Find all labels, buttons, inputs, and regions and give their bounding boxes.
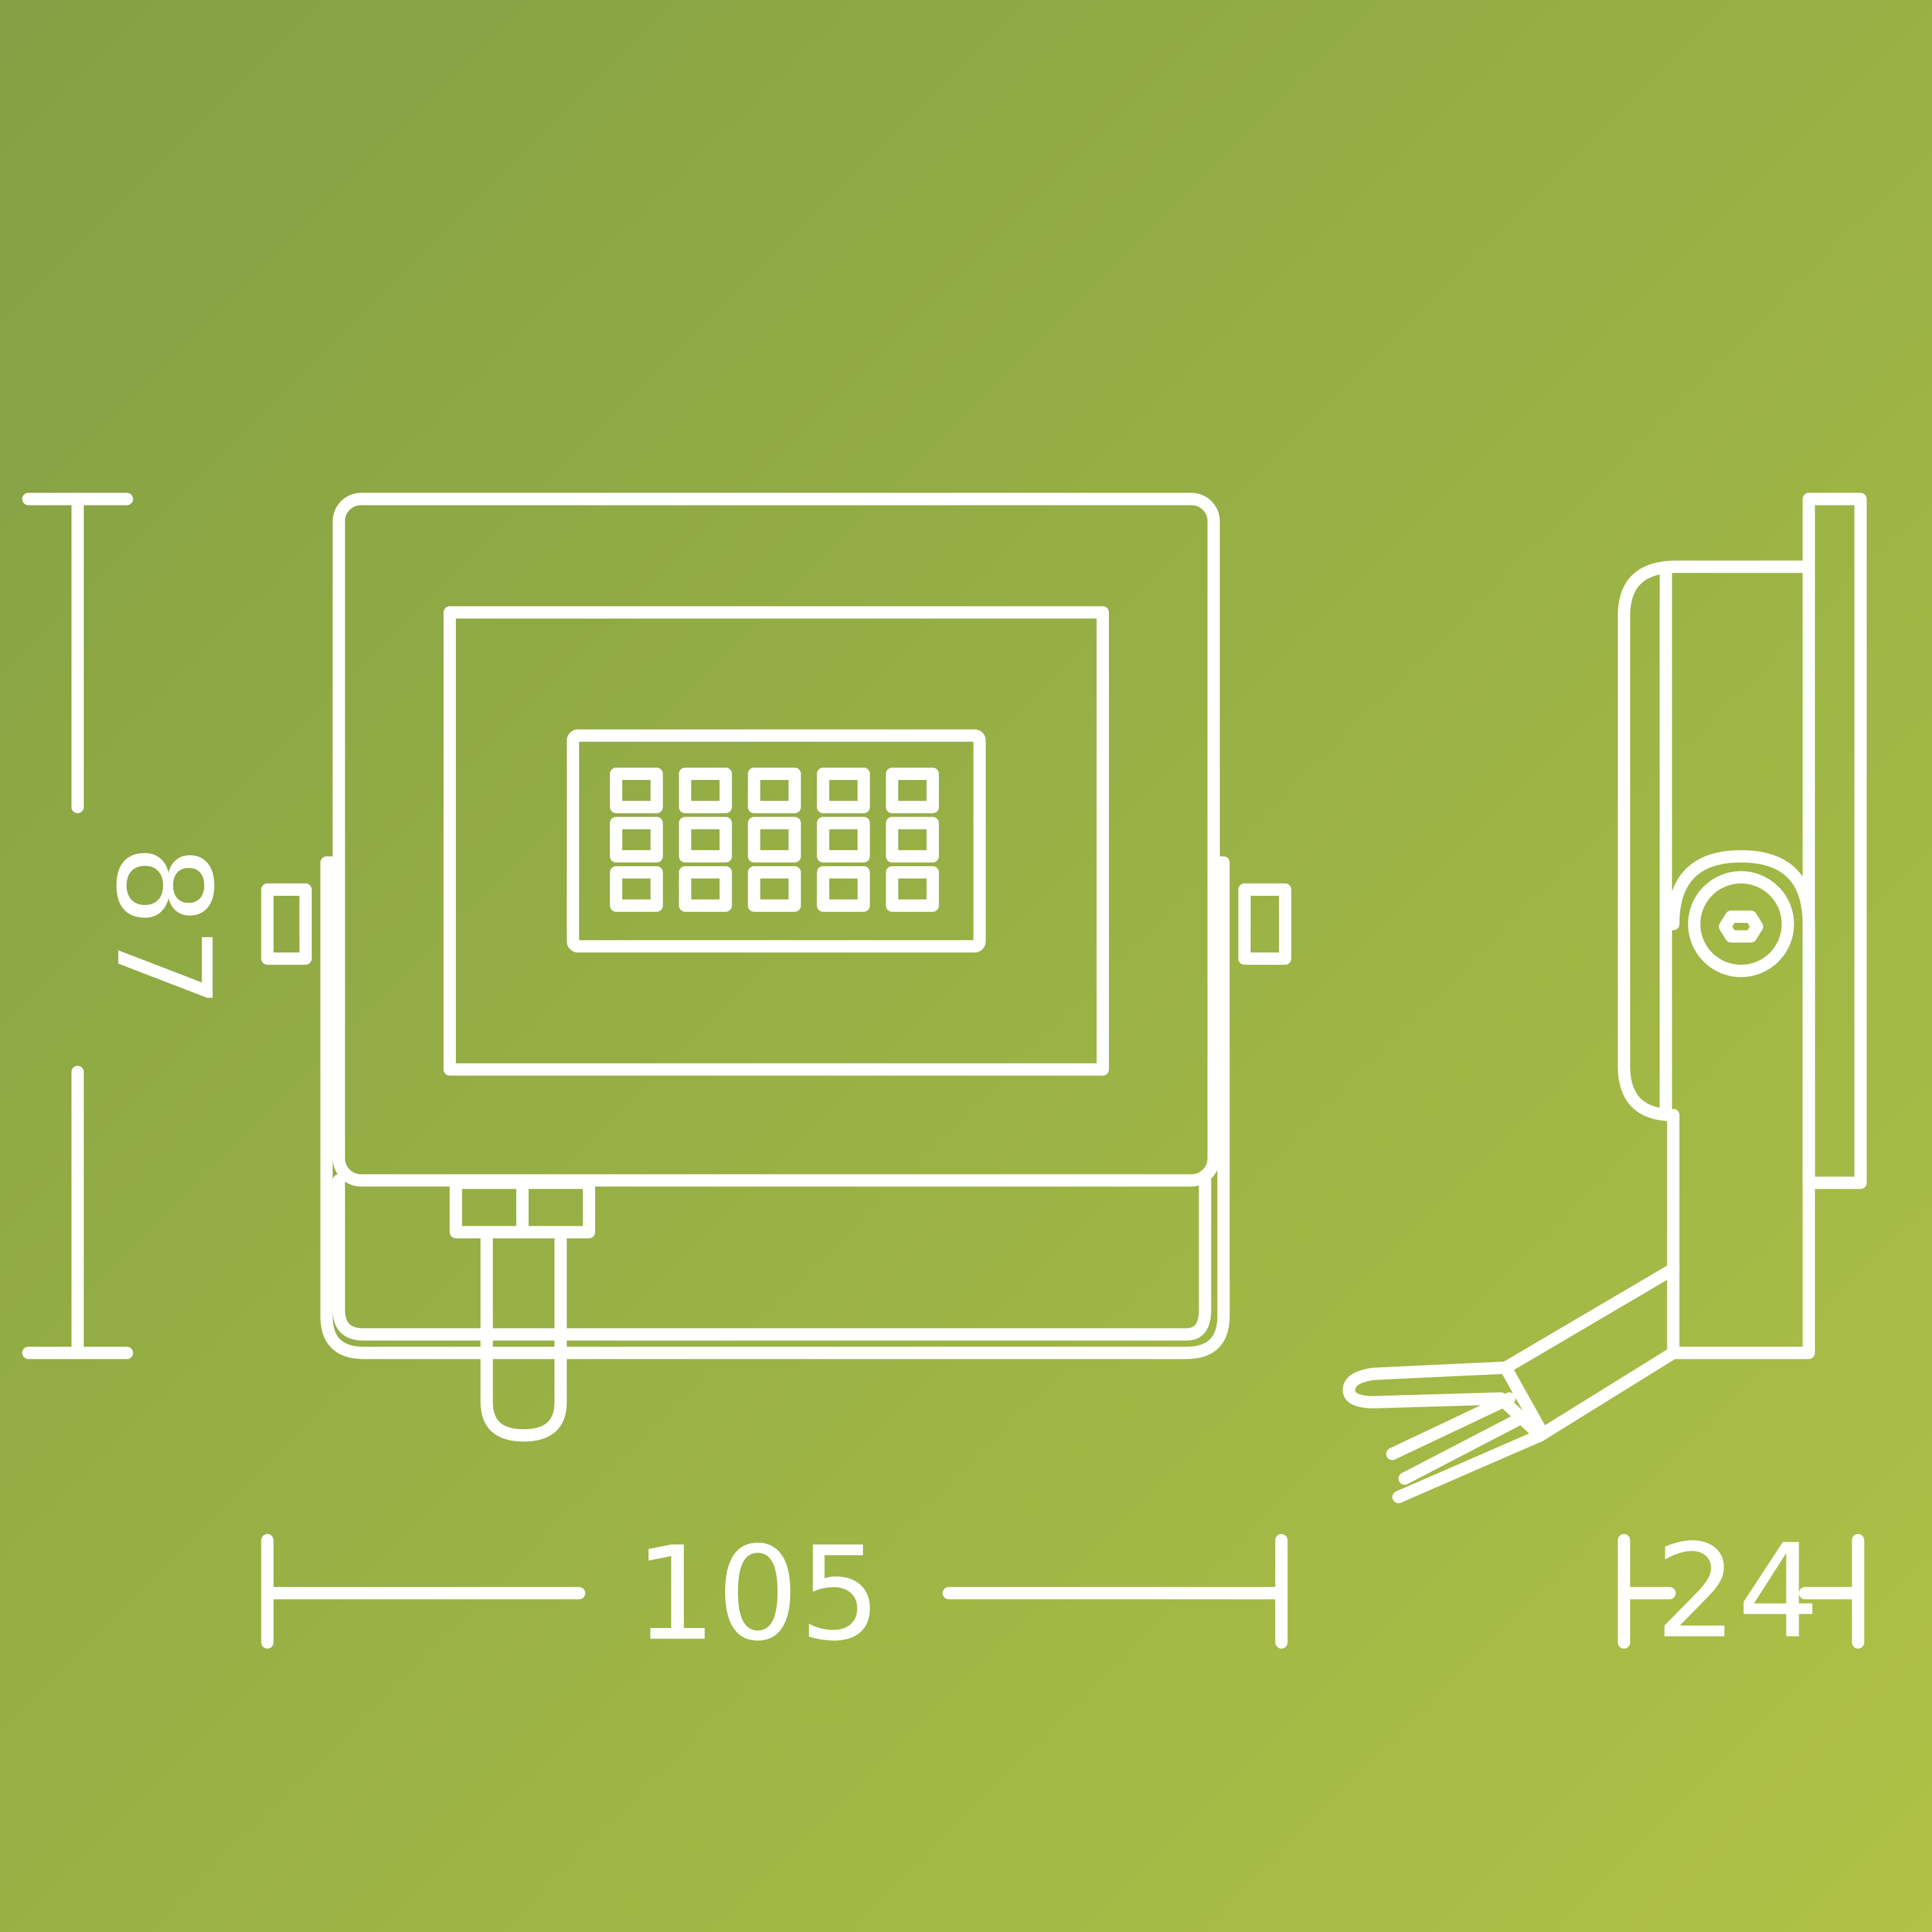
side-view [1343,493,1867,1504]
cable [480,1226,567,1442]
reflector-frame [443,606,1109,1076]
led-chip [817,767,870,813]
cable-sleeve-edge [1499,1361,1547,1435]
led-chip [886,866,939,912]
left-knob [261,883,312,965]
led-chip [748,817,801,863]
side-bracket [1667,850,1815,1359]
side-housing [1618,560,1815,1122]
led-chip [610,817,663,863]
led-chip [886,767,939,813]
width-label: 105 [634,1520,881,1670]
bracket-inner [332,1174,1211,1341]
led-chip [886,817,939,863]
led-chip [817,817,870,863]
hex-socket-icon [1719,910,1763,943]
housing-outline [332,493,1220,1187]
cable-wire [1386,1392,1516,1461]
cable-wire [1398,1408,1535,1485]
led-chip [610,767,663,813]
depth-dimension: 24 [1618,1517,1864,1667]
pivot-screw [1688,871,1794,978]
height-label: 87 [88,844,238,1009]
led-chip [748,866,801,912]
led-chip [748,767,801,813]
led-panel [567,729,986,952]
led-chip [610,866,663,912]
mounting-bracket [320,856,1230,1359]
right-knob [1238,883,1292,965]
led-chip [817,866,870,912]
led-chip [679,817,732,863]
back-plate [1803,493,1867,1189]
led-chip [679,866,732,912]
led-chip [679,767,732,813]
height-dimension: 87 [22,493,238,1359]
depth-label: 24 [1655,1517,1820,1667]
front-view [261,493,1292,1442]
led-grid [610,767,939,912]
width-dimension: 105 [261,1520,1288,1670]
cable-wire [1392,1429,1547,1504]
side-cable [1343,1263,1680,1442]
